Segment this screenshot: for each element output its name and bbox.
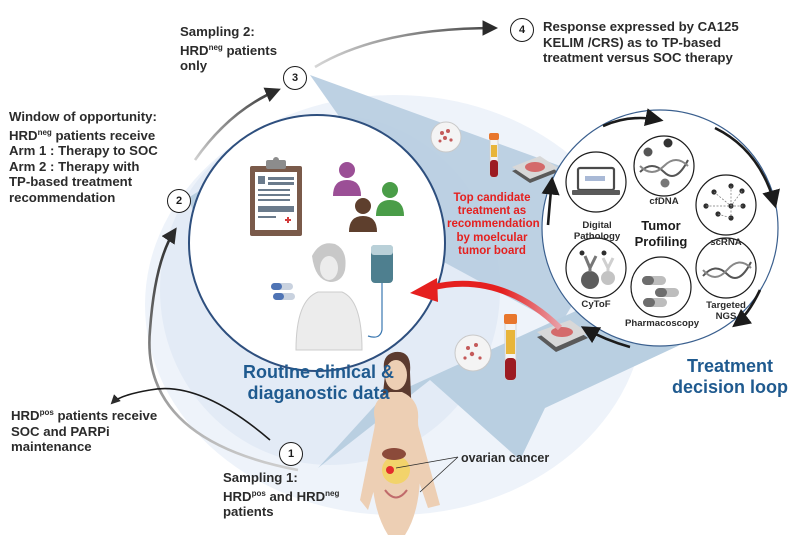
clinician-green-icon — [376, 182, 404, 216]
label-line: Profiling — [634, 233, 688, 249]
module-label-pharmacoscopy: Pharmacoscopy — [617, 318, 707, 329]
step-2-number: 2 — [175, 195, 183, 207]
module-digital-pathology — [565, 151, 627, 213]
module-scrna — [695, 174, 757, 236]
ovarian-cancer-label: ovarian cancer — [461, 451, 550, 465]
module-cytof — [565, 237, 627, 299]
label-line: maintenance — [11, 439, 92, 455]
arc-branch-hrdpos — [110, 387, 271, 441]
patient-anatomy-icon — [360, 351, 440, 535]
label-line: treatment as — [457, 205, 527, 218]
step-4-marker: 4 — [510, 18, 534, 42]
label-line: Digital — [582, 220, 612, 231]
superscript: neg — [37, 127, 52, 137]
label-line: Sampling 1: — [223, 470, 298, 485]
label-line: HRDpos and HRDneg — [223, 488, 340, 504]
label-line: Window of opportunity: — [9, 109, 157, 124]
label-line: Treatment — [686, 356, 774, 376]
tissue-slide-icon-lower — [537, 320, 588, 352]
pills-icon — [271, 283, 295, 300]
module-label-cfdna: cfDNA — [640, 196, 688, 207]
clinician-brown-icon — [349, 198, 377, 232]
step-3-number: 3 — [291, 72, 299, 84]
label-line: Arm 2 : Therapy with — [9, 158, 140, 174]
label-line: by moelcular — [456, 231, 528, 244]
label-line: Top candidate — [453, 192, 531, 204]
label-line: Pathology — [573, 231, 621, 242]
label-line: Routine clinical & — [242, 362, 395, 382]
superscript: pos — [39, 408, 54, 417]
label-line: Arm 1 : Therapy to SOC — [9, 143, 158, 159]
label-line: Response expressed by CA125 — [543, 19, 739, 34]
routine-data-title: Routine clinical &diaganostic data — [226, 362, 411, 404]
label-line: TP-based treatment — [9, 174, 133, 190]
clipboard-icon — [250, 157, 302, 236]
arc-3-to-4 — [314, 20, 499, 69]
arc-2-to-3 — [193, 87, 281, 161]
tissue-dish-icon-upper — [430, 121, 462, 153]
module-label-cytof: CyToF — [572, 299, 620, 310]
capsule-icons — [642, 276, 679, 307]
step-1-marker: 1 — [279, 442, 303, 466]
label-line: scRNA — [710, 237, 742, 248]
label-line: recommendation — [447, 218, 540, 231]
ovarian-cancer-pointer — [395, 456, 459, 493]
module-pharmacoscopy — [630, 256, 692, 318]
label-line: HRDneg patients receive — [9, 127, 156, 143]
label-line: only — [180, 58, 208, 74]
tissue-slide-icon-upper — [512, 156, 558, 183]
label-line: Tumor — [641, 218, 681, 233]
step-4-number: 4 — [518, 24, 526, 36]
step-2-marker: 2 — [167, 189, 191, 213]
recommendation-arrow — [429, 280, 563, 331]
recommendation-arrowhead — [410, 278, 438, 302]
clinician-purple-icon — [333, 162, 361, 196]
label-line: tumor board — [458, 244, 526, 257]
patient-iv-icon — [271, 243, 393, 351]
label-line: diaganostic data — [247, 383, 390, 403]
module-targeted-ngs — [695, 237, 757, 299]
label-line: recommendation — [9, 189, 116, 205]
step-1-number: 1 — [287, 448, 295, 460]
superscript: pos — [251, 488, 266, 498]
treatment-loop-arrows — [541, 108, 780, 349]
label-line: SOC and PARPi — [11, 423, 110, 439]
label-line: CyToF — [581, 299, 611, 310]
step-2-label: Window of opportunity: HRDneg patients re… — [9, 109, 158, 206]
label-line: KELIM /CRS) as to TP-based — [543, 34, 722, 50]
label-line: Sampling 2: — [180, 24, 255, 39]
label-line: HRDneg patients — [180, 42, 278, 58]
step-3-marker: 3 — [283, 66, 307, 90]
blood-tube-icon-upper — [489, 133, 499, 178]
blood-tube-icon-lower — [504, 314, 517, 381]
label-line: patients — [223, 504, 274, 520]
label-line: Targeted — [706, 300, 746, 311]
module-label-scrna: scRNA — [702, 237, 750, 248]
arc-1-to-2 — [148, 227, 299, 472]
tissue-dish-icon-lower — [454, 334, 492, 372]
superscript: neg — [208, 42, 223, 52]
module-cfdna — [633, 135, 695, 197]
label-line: treatment versus SOC therapy — [543, 50, 733, 66]
label-line: NGS — [715, 311, 737, 322]
label-line: cfDNA — [649, 196, 679, 207]
label-line: Pharmacoscopy — [624, 318, 700, 329]
label-line: decision loop — [671, 377, 788, 397]
label-line: HRDpos patients receive — [11, 408, 158, 423]
superscript: neg — [325, 488, 340, 498]
